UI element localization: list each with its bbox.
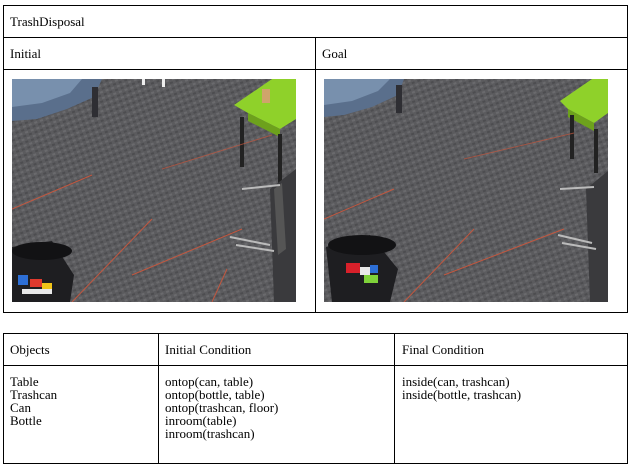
list-item: Can [10, 400, 31, 415]
table-border [3, 333, 4, 464]
list-item: ontop(can, table) [165, 374, 254, 389]
task-title: TrashDisposal [10, 14, 85, 29]
table-border [627, 5, 628, 313]
objects-list: Table Trashcan Can Bottle [10, 375, 57, 427]
table-border [394, 333, 395, 464]
final-conditions-list: inside(can, trashcan) inside(bottle, tra… [402, 375, 521, 401]
table-border [3, 5, 628, 6]
table-border [3, 365, 628, 366]
table-border [627, 333, 628, 464]
goal-scene-photo [324, 79, 608, 302]
list-item: Table [10, 374, 39, 389]
list-item: inside(bottle, trashcan) [402, 387, 522, 402]
list-item: inside(can, trashcan) [402, 374, 510, 389]
initial-header: Initial [10, 46, 42, 61]
goal-header: Goal [322, 46, 348, 61]
list-item: inroom(trashcan) [165, 426, 255, 441]
list-item: ontop(trashcan, floor) [165, 400, 279, 415]
list-item: Bottle [10, 413, 42, 428]
table-border [3, 5, 4, 313]
table-border [3, 333, 628, 334]
list-item: ontop(bottle, table) [165, 387, 265, 402]
list-item: Trashcan [10, 387, 58, 402]
table-border [158, 333, 159, 464]
final-condition-header: Final Condition [402, 342, 484, 357]
table-border [3, 463, 628, 464]
list-item: inroom(table) [165, 413, 237, 428]
initial-conditions-list: ontop(can, table) ontop(bottle, table) o… [165, 375, 278, 440]
initial-scene-photo [12, 79, 296, 302]
table-border [315, 37, 316, 313]
objects-header: Objects [10, 342, 50, 357]
initial-condition-header: Initial Condition [165, 342, 252, 357]
